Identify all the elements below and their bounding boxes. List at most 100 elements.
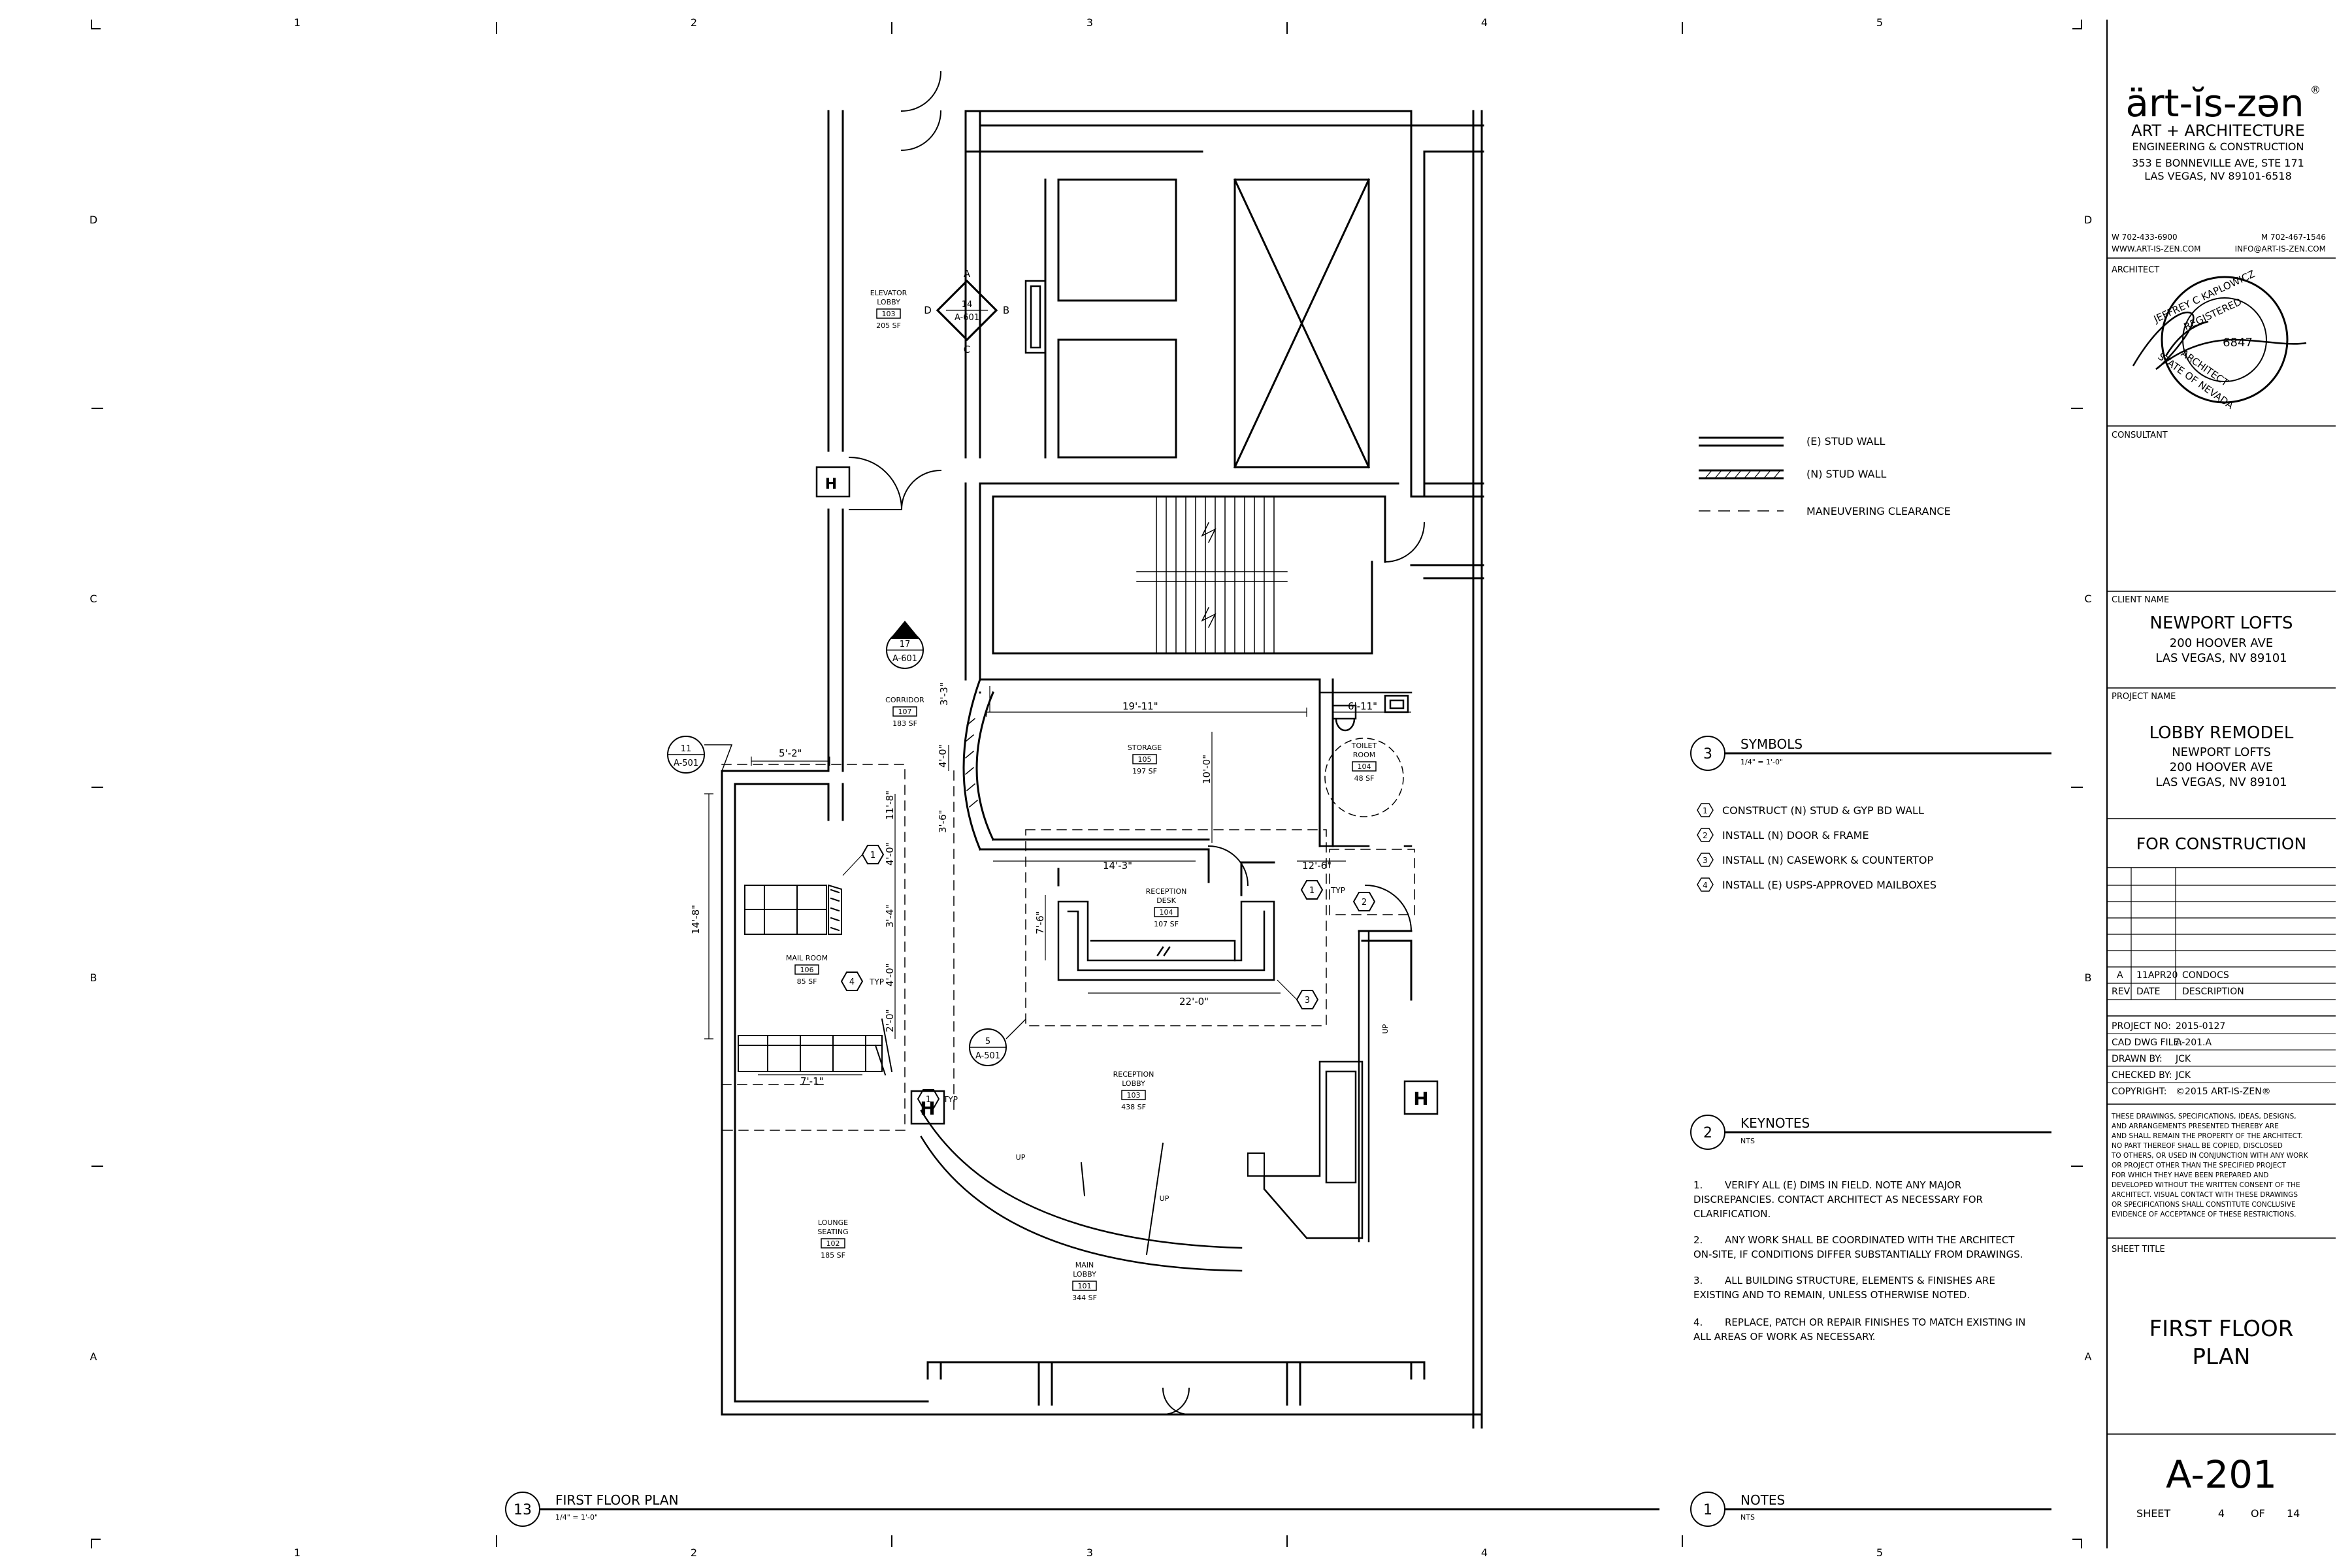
room-name: TOILET xyxy=(1351,742,1377,750)
plan-title-text: FIRST FLOOR PLAN xyxy=(555,1492,679,1508)
client-address-1: 200 HOOVER AVE xyxy=(2170,636,2273,650)
dimension-label: 4'-0" xyxy=(884,842,896,866)
room-number: 103 xyxy=(1127,1091,1141,1100)
room-name: DESK xyxy=(1156,896,1176,905)
symbols-scale: 1/4" = 1'-0" xyxy=(1740,758,1783,766)
project-name: LOBBY REMODEL xyxy=(2149,723,2294,743)
info-value: A-201.A xyxy=(2176,1037,2212,1048)
symbol-key: 1 xyxy=(1703,806,1708,815)
room-area: 85 SF xyxy=(797,977,817,986)
disclaimer-line: ARCHITECT. VISUAL CONTACT WITH THESE DRA… xyxy=(2112,1191,2298,1199)
keynote-line: VERIFY ALL (E) DIMS IN FIELD. NOTE ANY M… xyxy=(1725,1179,1961,1191)
room-name: MAIL ROOM xyxy=(786,954,828,962)
revision-date: 11APR20 xyxy=(2136,970,2178,981)
firm-registered-mark: ® xyxy=(2310,84,2321,96)
room-area: 197 SF xyxy=(1132,767,1157,776)
disclaimer-line: AND ARRANGEMENTS PRESENTED THEREBY ARE xyxy=(2112,1122,2279,1130)
firm-phone-mobile: M 702-467-1546 xyxy=(2261,233,2326,242)
grid-row-d-right: D xyxy=(2084,214,2092,226)
keynote-line: ALL BUILDING STRUCTURE, ELEMENTS & FINIS… xyxy=(1725,1275,1995,1286)
room-name: CORRIDOR xyxy=(885,696,924,704)
grid-row-d-left: D xyxy=(90,214,97,226)
key-hexagon: 2 xyxy=(1352,892,1376,911)
keynotes-scale: NTS xyxy=(1740,1137,1755,1145)
symbols-number: 3 xyxy=(1703,746,1712,762)
section-17-sheet: A-601 xyxy=(892,654,917,664)
info-value: 2015-0127 xyxy=(2176,1021,2225,1032)
key-hexagon-text: 2 xyxy=(1362,898,1367,907)
grid-col-5-bottom: 5 xyxy=(1876,1546,1883,1559)
grid-col-4-bottom: 4 xyxy=(1481,1546,1488,1559)
room-name: SEATING xyxy=(817,1228,848,1236)
plan-markers: 14 A-601 A B C D 17 A-601 11 A-501 5 A-5… xyxy=(667,268,1390,1203)
sheet-number: A-201 xyxy=(2166,1452,2277,1497)
disclaimer-line: EVIDENCE OF ACCEPTANCE OF THESE RESTRICT… xyxy=(2112,1211,2296,1218)
dimension-label: 19'-11" xyxy=(1122,700,1158,712)
room-tags: ELEVATOR LOBBY 103 205 SF CORRIDOR 107 1… xyxy=(786,289,1377,1302)
elevation-dir-b: B xyxy=(1003,304,1009,316)
keynote-num: 4. xyxy=(1693,1316,1703,1328)
elevation-dir-c: C xyxy=(964,344,970,355)
grid-col-2-top: 2 xyxy=(691,16,697,29)
disclaimer-line: AND SHALL REMAIN THE PROPERTY OF THE ARC… xyxy=(2112,1132,2303,1140)
issue-status: FOR CONSTRUCTION xyxy=(2136,834,2307,853)
elevation-number: 14 xyxy=(962,300,973,310)
key-hexagon: 1 xyxy=(842,845,885,876)
typ-label: TYP xyxy=(869,977,884,987)
keynote-num: 1. xyxy=(1693,1179,1703,1191)
room-tag: ELEVATOR LOBBY 103 205 SF xyxy=(870,289,907,330)
section-17-number: 17 xyxy=(900,640,911,649)
legend-clearance: MANEUVERING CLEARANCE xyxy=(1806,505,1951,517)
dimension-lines xyxy=(704,686,1411,1075)
grid-row-b-left: B xyxy=(90,972,97,984)
client-label: CLIENT NAME xyxy=(2112,595,2169,605)
notes-block: 1 NOTES NTS xyxy=(1690,1492,2051,1527)
revision-description: CONDOCS xyxy=(2182,970,2229,981)
disclaimer-line: DEVELOPED WITHOUT THE WRITTEN CONSENT OF… xyxy=(2112,1181,2300,1189)
keynotes-block: 2 KEYNOTES NTS 1. VERIFY ALL (E) DIMS IN… xyxy=(1690,1115,2051,1343)
plan-title-block: 13 FIRST FLOOR PLAN 1/4" = 1'-0" xyxy=(505,1492,1659,1527)
architect-signature xyxy=(2132,312,2307,370)
revision-header-description: DESCRIPTION xyxy=(2182,987,2244,997)
keynote-line: ANY WORK SHALL BE COORDINATED WITH THE A… xyxy=(1725,1234,2015,1246)
info-value: JCK xyxy=(2175,1054,2191,1064)
project-address-1: 200 HOOVER AVE xyxy=(2170,760,2273,774)
key-hexagon-text: 1 xyxy=(870,851,875,860)
sheet-total: 14 xyxy=(2287,1507,2300,1520)
dimension-label: 7'-6" xyxy=(1034,911,1046,934)
firm-address-2: LAS VEGAS, NV 89101-6518 xyxy=(2144,170,2292,182)
dimension-label: 12'-6" xyxy=(1302,860,1331,872)
disclaimer-line: THESE DRAWINGS, SPECIFICATIONS, IDEAS, D… xyxy=(2111,1113,2296,1120)
disclaimer-line: OR PROJECT OTHER THAN THE SPECIFIED PROJ… xyxy=(2112,1162,2287,1169)
lobby-bench xyxy=(1263,1060,1364,1239)
room-name: LOBBY xyxy=(877,298,900,306)
info-label: DRAWN BY: xyxy=(2112,1054,2163,1064)
keynote-num: 3. xyxy=(1693,1275,1703,1286)
room-number: 106 xyxy=(800,966,814,974)
h-labels: H H H xyxy=(825,476,1429,1119)
grid-row-b-right: B xyxy=(2085,972,2092,984)
info-label: CHECKED BY: xyxy=(2112,1070,2172,1081)
symbol-text: INSTALL (N) CASEWORK & COUNTERTOP xyxy=(1722,854,1933,866)
grid-row-a-right: A xyxy=(2085,1350,2092,1363)
grid-row-c-right: C xyxy=(2084,593,2091,605)
key-hexagon: 1 TYP xyxy=(917,1089,958,1109)
room-number: 103 xyxy=(882,310,896,318)
disclaimer-line: NO PART THEREOF SHALL BE COPIED, DISCLOS… xyxy=(2112,1142,2283,1150)
room-area: 48 SF xyxy=(1354,774,1375,783)
notes-number: 1 xyxy=(1703,1502,1712,1518)
info-label: COPYRIGHT: xyxy=(2112,1086,2166,1097)
firm-phone-work: W 702-433-6900 xyxy=(2112,233,2178,242)
h-markers xyxy=(910,1080,1439,1125)
symbols-title: SYMBOLS xyxy=(1740,736,1803,752)
up-label: UP xyxy=(1016,1153,1026,1162)
pilasters xyxy=(815,280,1047,498)
up-label: UP xyxy=(1381,1024,1390,1034)
room-tag: LOUNGE SEATING 102 185 SF xyxy=(817,1218,848,1260)
sheet-of: OF xyxy=(2251,1507,2265,1520)
sheet-word: SHEET xyxy=(2136,1507,2170,1520)
dimension-label: 4'-0" xyxy=(937,744,949,768)
section-5-number: 5 xyxy=(985,1037,990,1047)
firm-email: INFO@ART-IS-ZEN.COM xyxy=(2235,244,2326,253)
room-name: ROOM xyxy=(1353,751,1375,759)
